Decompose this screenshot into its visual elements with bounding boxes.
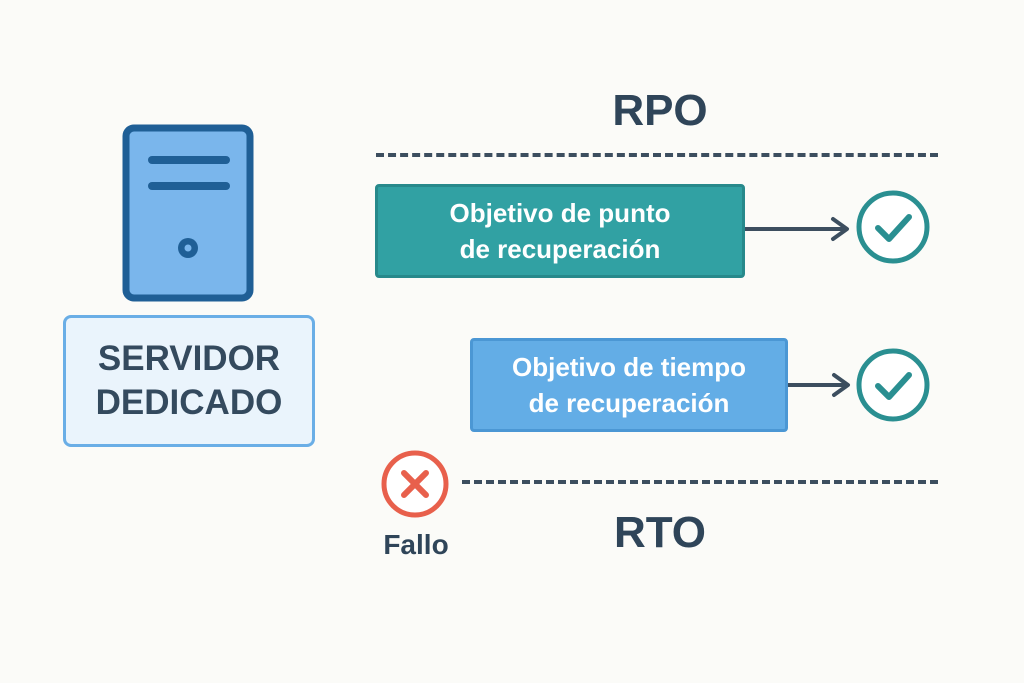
- rpo-objective-line2: de recuperación: [459, 234, 661, 264]
- rto-objective-line2: de recuperación: [528, 388, 730, 418]
- rto-objective-line1: Objetivo de tiempo: [511, 352, 747, 382]
- rto-arrow-icon: [788, 373, 850, 397]
- rpo-arrow-icon: [745, 217, 849, 241]
- rto-objective-box: Objetivo de tiempo de recuperación: [470, 338, 788, 432]
- fail-label: Fallo: [383, 529, 449, 560]
- server-icon: [122, 124, 254, 302]
- fail-x-circle-icon: [381, 450, 449, 518]
- rpo-dashed-line: [376, 153, 938, 157]
- rpo-check-circle-icon: [856, 190, 930, 264]
- server-label-box: SERVIDOR DEDICADO: [63, 315, 315, 447]
- rto-dashed-line: [462, 480, 938, 484]
- rto-heading: RTO: [613, 508, 707, 557]
- server-label-line1: SERVIDOR: [97, 339, 281, 378]
- rpo-objective-box: Objetivo de punto de recuperación: [375, 184, 745, 278]
- rpo-objective-line1: Objetivo de punto: [449, 198, 671, 228]
- server-label-line2: DEDICADO: [95, 383, 283, 422]
- rpo-heading: RPO: [612, 86, 708, 135]
- rto-check-circle-icon: [856, 348, 930, 422]
